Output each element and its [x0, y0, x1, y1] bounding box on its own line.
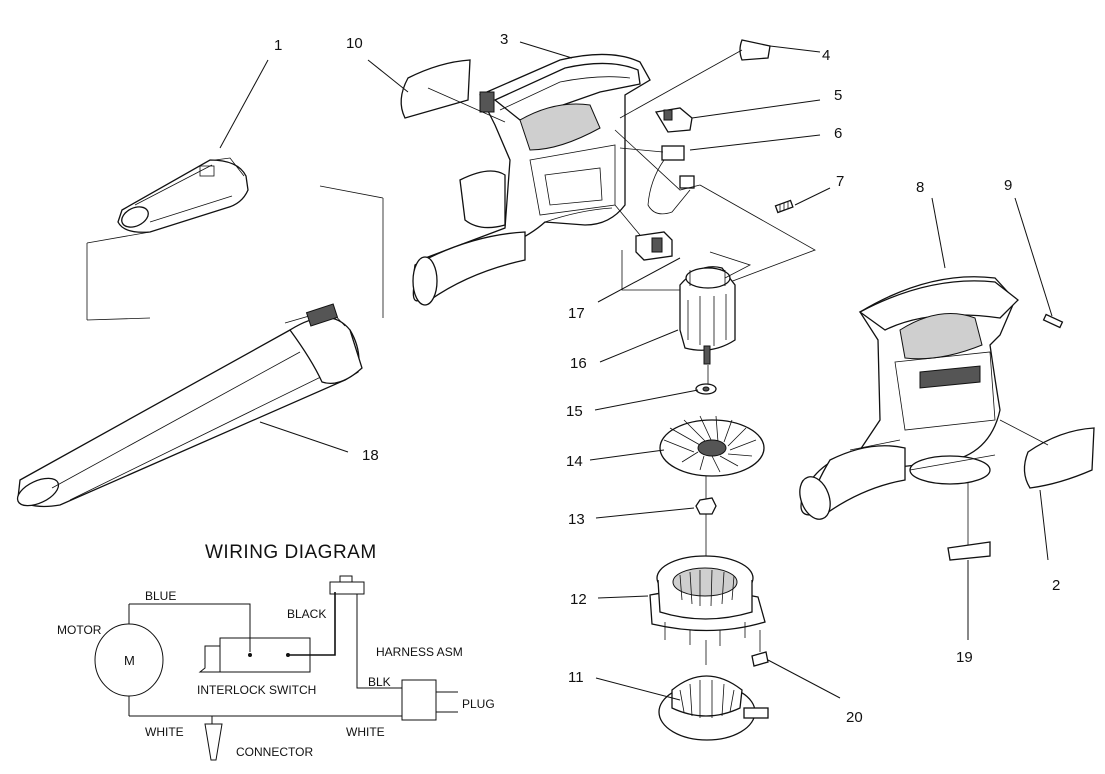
label-small-part	[947, 541, 991, 561]
guide-line	[427, 87, 506, 123]
callout-numbers: 1 10 3 4 5 6 7 8 9 17 16 15 14 13 12 11 …	[274, 31, 1060, 726]
callout-5: 5	[834, 87, 842, 104]
callout-13: 13	[568, 511, 585, 528]
switch-terminal	[248, 653, 252, 657]
cone-part	[739, 39, 771, 61]
plug-symbol	[401, 679, 437, 721]
housing-left-part	[412, 53, 651, 306]
blower-tube-part	[16, 303, 363, 508]
white-wire-label-right: WHITE	[346, 725, 385, 739]
wiring-diagram: WIRING DIAGRAM M MOTOR BLUE INTERLOCK SW…	[57, 542, 495, 761]
black-wire	[288, 592, 336, 656]
connector-label: CONNECTOR	[236, 745, 313, 759]
guide-line	[619, 49, 743, 119]
callout-8: 8	[916, 179, 924, 196]
bracket-part	[654, 107, 693, 133]
motor-part	[679, 251, 752, 365]
callout-10: 10	[346, 35, 363, 52]
plug-label: PLUG	[462, 697, 495, 711]
screw-part	[774, 199, 794, 214]
interlock-label: INTERLOCK SWITCH	[197, 683, 316, 697]
callout-11: 11	[568, 669, 584, 686]
label-left-part	[400, 59, 471, 119]
wiring-title: WIRING DIAGRAM	[205, 542, 377, 563]
blk-label: BLK	[368, 675, 391, 689]
guide-line	[705, 630, 761, 665]
impeller-part	[659, 415, 765, 477]
callout-16: 16	[570, 355, 587, 372]
label-right-part	[1023, 427, 1095, 489]
guide-line	[999, 419, 1049, 446]
nut-part	[695, 497, 717, 515]
callout-4: 4	[822, 47, 830, 64]
callout-9: 9	[1004, 177, 1012, 194]
wire-connector-symbol	[204, 723, 223, 761]
guide-line	[614, 129, 701, 191]
leader-lines	[219, 41, 1053, 701]
harness-label: HARNESS ASM	[376, 645, 463, 659]
motor-letter: M	[124, 653, 135, 668]
guide-line	[614, 184, 816, 286]
callout-2: 2	[1052, 577, 1060, 594]
callout-14: 14	[566, 453, 583, 470]
callout-1: 1	[274, 37, 282, 54]
callout-20: 20	[846, 709, 863, 726]
switch-part	[647, 145, 695, 215]
callout-12: 12	[570, 591, 587, 608]
screw-right-part	[1042, 313, 1064, 329]
callout-18: 18	[362, 447, 379, 464]
motor-label: MOTOR	[57, 623, 102, 637]
blue-wire-label: BLUE	[145, 589, 176, 603]
callout-3: 3	[500, 31, 508, 48]
blue-wire	[129, 603, 251, 652]
nozzle-tip-part	[117, 157, 249, 233]
fan-housing-part	[649, 555, 766, 646]
guide-line	[86, 185, 384, 321]
callout-6: 6	[834, 125, 842, 142]
connector-part	[635, 231, 673, 261]
callout-17: 17	[568, 305, 585, 322]
fan-cover-part	[658, 675, 769, 741]
washer-hole	[702, 386, 710, 392]
callout-19: 19	[956, 649, 973, 666]
callout-15: 15	[566, 403, 583, 420]
clip-part	[751, 651, 769, 667]
assembled-blower-part	[799, 276, 1019, 520]
white-wire-label-left: WHITE	[145, 725, 184, 739]
callout-7: 7	[836, 173, 844, 190]
black-wire-label: BLACK	[287, 607, 326, 621]
